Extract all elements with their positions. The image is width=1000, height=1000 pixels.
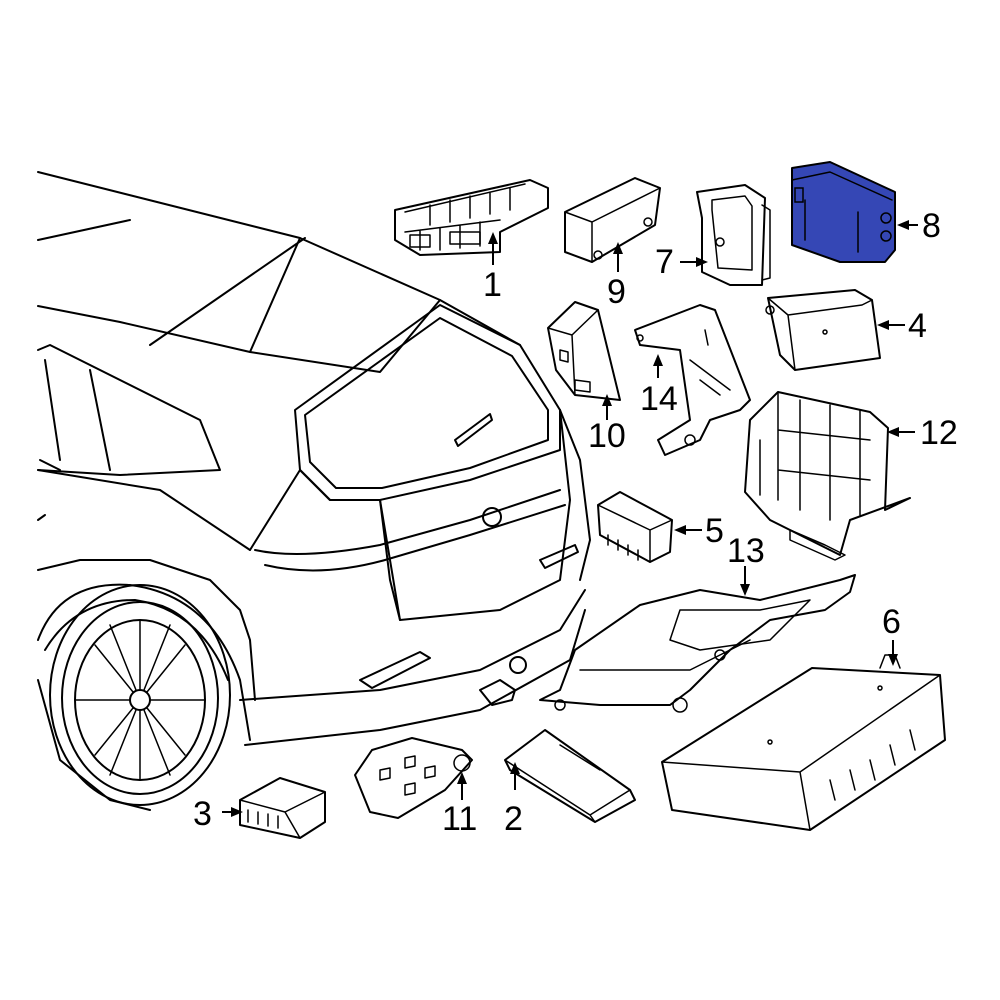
- callout-10[interactable]: 10: [588, 417, 626, 455]
- callout-1[interactable]: 1: [483, 266, 502, 304]
- part-11-circuit-board: [354, 737, 473, 819]
- part-10-control-module: [547, 301, 621, 401]
- callout-8[interactable]: 8: [922, 207, 941, 245]
- callout-11[interactable]: 11: [442, 800, 477, 838]
- part-7-bracket: [696, 184, 771, 286]
- part-14-bracket: [634, 304, 751, 456]
- part-2-control-module: [504, 729, 636, 823]
- callout-4[interactable]: 4: [908, 307, 927, 345]
- part-3-control-module: [239, 777, 326, 839]
- callout-14[interactable]: 14: [640, 380, 678, 418]
- callout-13[interactable]: 13: [727, 532, 765, 570]
- part-12-mounting-frame: [744, 391, 911, 561]
- callout-12[interactable]: 12: [920, 414, 958, 452]
- callout-9[interactable]: 9: [607, 273, 626, 311]
- part-4-control-module: [765, 289, 881, 371]
- callout-2[interactable]: 2: [504, 800, 523, 838]
- part-8-highlighted-module[interactable]: [791, 161, 896, 263]
- part-5-connector-module: [597, 491, 673, 563]
- callout-5[interactable]: 5: [705, 512, 724, 550]
- part-1-control-module: [394, 179, 549, 256]
- vehicle-rear-view: [37, 171, 591, 811]
- callout-7[interactable]: 7: [655, 243, 674, 281]
- part-6-large-control-unit: [661, 654, 946, 831]
- callout-6[interactable]: 6: [882, 603, 901, 641]
- part-13-mounting-tray: [539, 574, 856, 713]
- part-9-control-module: [564, 177, 661, 263]
- callout-3[interactable]: 3: [193, 795, 212, 833]
